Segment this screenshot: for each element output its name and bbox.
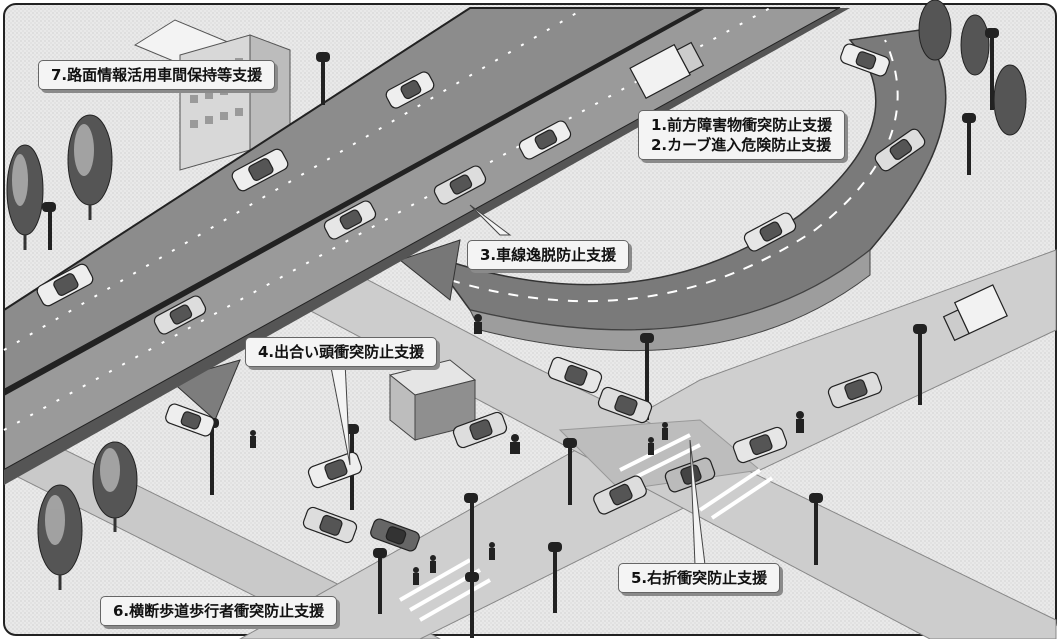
label-crossing-collision: 4.出合い頭衝突防止支援 — [245, 337, 438, 367]
label-4-text: 4.出合い頭衝突防止支援 — [258, 343, 425, 361]
cars — [36, 43, 926, 552]
label-5-text: 5.右折衝突防止支援 — [631, 569, 768, 587]
label-2-text: 2.カーブ進入危険防止支援 — [651, 136, 832, 154]
label-3-text: 3.車線逸脱防止支援 — [480, 246, 617, 264]
callout-pointers — [329, 204, 706, 566]
pedestrians — [250, 314, 804, 585]
trees — [6, 0, 1027, 590]
label-6-text: 6.横断歩道歩行者衝突防止支援 — [113, 602, 325, 620]
trucks — [629, 41, 1008, 342]
label-lane-departure: 3.車線逸脱防止支援 — [467, 240, 630, 270]
label-7-text: 7.路面情報活用車間保持等支援 — [51, 66, 263, 84]
label-1-text: 1.前方障害物衝突防止支援 — [651, 116, 833, 134]
label-crosswalk-pedestrian: 6.横断歩道歩行者衝突防止支援 — [100, 596, 338, 626]
crosswalks — [399, 433, 774, 622]
label-obstacle-and-curve-support: 1.前方障害物衝突防止支援 2.カーブ進入危険防止支援 — [638, 110, 846, 160]
roadside-building — [388, 359, 477, 442]
label-road-info-distance-keeping: 7.路面情報活用車間保持等支援 — [38, 60, 276, 90]
expressway — [3, 7, 850, 485]
label-right-turn-collision: 5.右折衝突防止支援 — [618, 563, 781, 593]
